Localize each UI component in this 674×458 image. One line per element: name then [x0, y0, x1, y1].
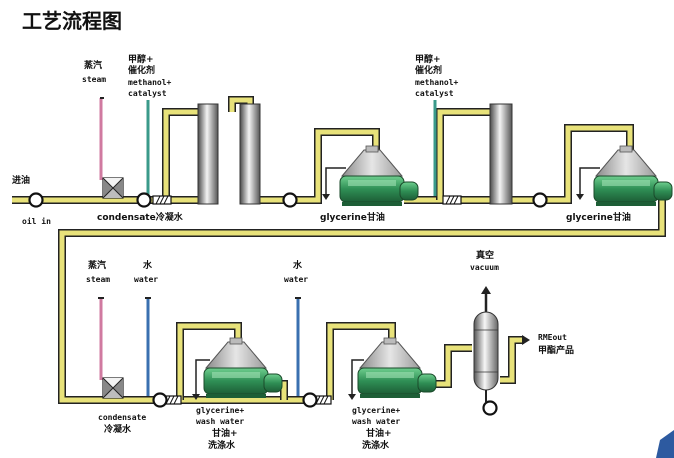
- label-wash1-cn-1: 甘油+: [212, 427, 238, 439]
- heat-exchanger-2: [102, 377, 124, 399]
- label-vacuum-cn: 真空: [476, 249, 494, 261]
- label-water-cn-2: 水: [293, 259, 303, 271]
- label-wash1-en-1: glycerine+: [196, 405, 244, 415]
- label-condensate-cn-2: 冷凝水: [104, 423, 132, 435]
- process-pipes: [12, 96, 666, 404]
- label-wash1-en-2: wash water: [196, 417, 244, 426]
- label-rme-en: RMEout: [538, 333, 567, 342]
- label-methanol-en-2b: catalyst: [415, 89, 454, 98]
- label-inlet-en: oil in: [22, 216, 51, 226]
- label-steam-en-2: steam: [86, 275, 110, 284]
- pump-3: [282, 192, 298, 208]
- rme-outlet-arrow: [522, 335, 530, 345]
- pump-7: [482, 400, 498, 416]
- label-glycerine-2: glycerine甘油: [566, 211, 631, 223]
- label-methanol-cn-2b: 催化剂: [415, 64, 442, 76]
- label-steam-cn-2: 蒸汽: [88, 259, 106, 271]
- label-wash2-cn-2: 洗涤水: [362, 439, 390, 451]
- label-steam-cn-1: 蒸汽: [84, 59, 102, 71]
- label-methanol-cn-1a: 甲醇+: [128, 53, 154, 65]
- label-methanol-cn-1b: 催化剂: [128, 64, 155, 76]
- label-methanol-en-2a: methanol+: [415, 78, 459, 87]
- label-water-cn-1: 水: [143, 259, 153, 271]
- label-water-en-2: water: [284, 275, 308, 284]
- heat-exchanger-1: [102, 177, 124, 199]
- page-title: 工艺流程图: [22, 9, 122, 33]
- labels: 进油 oil in 蒸汽 steam 甲醇+ 催化剂 methanol+ cat…: [12, 53, 631, 451]
- label-vacuum-en: vacuum: [470, 263, 499, 272]
- vacuum-column: [473, 286, 499, 402]
- static-mixer-1: [152, 195, 172, 205]
- separator-3: [203, 337, 283, 399]
- label-methanol-en-1a: methanol+: [128, 78, 172, 87]
- pump-4: [532, 192, 548, 208]
- label-methanol-cn-2a: 甲醇+: [415, 53, 441, 65]
- label-wash2-cn-1: 甘油+: [366, 427, 392, 439]
- label-wash1-cn-2: 洗涤水: [208, 439, 236, 451]
- pump-2: [136, 192, 152, 208]
- label-condensate-1: condensate冷凝水: [97, 211, 184, 223]
- pump-inlet: [28, 192, 44, 208]
- glycerine-outlets: [192, 167, 600, 400]
- label-glycerine-1: glycerine甘油: [320, 211, 385, 223]
- label-wash2-en-1: glycerine+: [352, 405, 400, 415]
- separator-4: [357, 337, 437, 399]
- label-rme-cn: 甲酯产品: [538, 344, 574, 356]
- feed-lines: [98, 97, 437, 396]
- label-inlet-cn: 进油: [12, 174, 30, 186]
- label-methanol-en-1b: catalyst: [128, 89, 167, 98]
- reactor-columns: [197, 103, 513, 205]
- label-wash2-en-2: wash water: [352, 417, 400, 426]
- pump-5: [152, 392, 168, 408]
- separator-1: [339, 145, 419, 207]
- label-condensate-en-2: condensate: [98, 413, 146, 422]
- pump-6: [302, 392, 318, 408]
- static-mixer-2: [442, 195, 462, 205]
- label-steam-en-1: steam: [82, 75, 106, 84]
- separator-2: [593, 145, 673, 207]
- label-water-en-1: water: [134, 275, 158, 284]
- corner-marker-icon: [656, 430, 674, 458]
